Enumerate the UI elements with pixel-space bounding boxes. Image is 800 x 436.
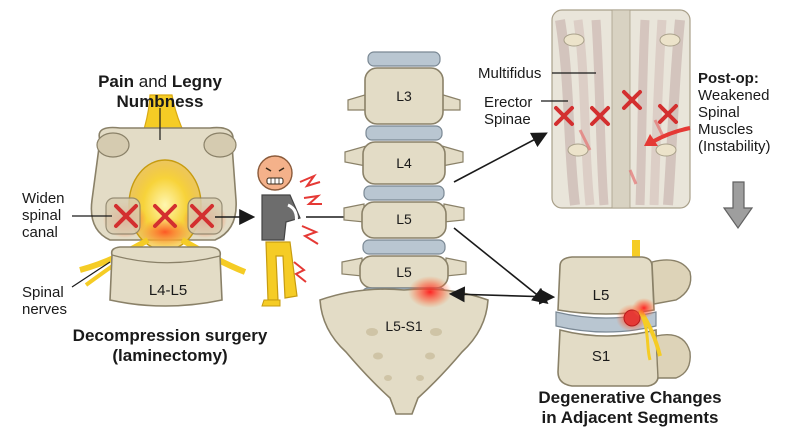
cut-mark-icon — [114, 204, 138, 228]
vertebra-label: L5-S1 — [385, 318, 423, 334]
patient-face-icon — [257, 155, 293, 191]
left-cut-marks — [114, 204, 214, 228]
cut-mark-icon — [622, 90, 642, 110]
surgery-line: (laminectomy) — [112, 346, 228, 365]
sacrum — [319, 288, 489, 415]
decompressed-segment — [79, 94, 247, 307]
legny-text: Legny — [171, 72, 222, 91]
symptom-heading: Pain and Legny Numbness — [80, 72, 240, 112]
vertebra-label: L5 — [396, 264, 412, 280]
segment-label: L4-L5 — [148, 282, 188, 299]
numbness-text: Numbness — [116, 92, 204, 111]
spinal-nerves-label: Spinal nerves — [22, 284, 82, 318]
postop-heading: Post-op: — [698, 70, 759, 87]
erector-line: Spinae — [484, 111, 531, 128]
vertebra-label: L4 — [396, 155, 412, 171]
and-text: and — [138, 72, 168, 91]
degenerative-line: in Adjacent Segments — [541, 408, 719, 427]
down-arrow-icon — [722, 181, 754, 230]
patient-figure — [257, 155, 322, 307]
adjacent-segments — [555, 240, 692, 387]
arrow-to-muscles — [453, 132, 548, 183]
vertebra-label: L5 — [396, 211, 412, 227]
multifidus-label: Multifidus — [478, 65, 542, 82]
adjacent-s1-label: S1 — [591, 348, 611, 365]
erector-spinae-label: Erector Spinae — [484, 94, 544, 128]
widen-canal-label: Widen spinal canal — [22, 190, 82, 241]
pain-bolt-icon — [299, 173, 321, 188]
instability-arrow-icon — [651, 126, 691, 144]
arrow-bidirectional — [448, 286, 556, 305]
vertebra-label: L3 — [396, 88, 412, 104]
cut-mark-icon — [590, 106, 610, 126]
degenerative-line: Degenerative Changes — [538, 388, 722, 407]
vertebra-l4 — [344, 141, 464, 185]
vertebra-l3 — [347, 67, 461, 125]
postop-line: Spinal — [698, 104, 740, 121]
cut-mark-icon — [658, 104, 678, 124]
postop-line: Muscles — [698, 121, 754, 138]
widen-line: Widen — [22, 190, 65, 207]
pain-bolt-icon — [293, 261, 307, 283]
widen-line: canal — [22, 224, 58, 241]
widen-line: spinal — [22, 207, 62, 224]
cut-mark-icon — [554, 106, 574, 126]
cut-mark-icon — [153, 204, 177, 228]
vertebra-l5-upper — [343, 201, 465, 239]
erector-line: Erector — [484, 94, 533, 111]
arrow-to-adjacent — [453, 227, 549, 305]
nerves-line: nerves — [22, 301, 68, 318]
postop-label: Post-op: Weakened Spinal Muscles (Instab… — [698, 70, 798, 155]
cut-mark-icon — [190, 204, 214, 228]
spinal-nerves-leader — [71, 261, 111, 288]
adjacent-l5-label: L5 — [592, 287, 610, 304]
pain-bolt-icon — [301, 225, 319, 245]
lumbar-column — [319, 51, 489, 415]
postop-line: Weakened — [698, 87, 770, 104]
degenerative-caption: Degenerative Changes in Adjacent Segment… — [520, 388, 740, 428]
pain-text: Pain — [98, 72, 134, 91]
muscle-cut-marks — [554, 90, 678, 126]
inflamed-disc-l5-s1 — [408, 276, 452, 308]
nerves-line: Spinal — [22, 284, 64, 301]
surgery-line: Decompression surgery — [72, 326, 268, 345]
back-muscles — [551, 9, 691, 209]
surgery-caption: Decompression surgery (laminectomy) — [50, 326, 290, 366]
postop-line: (Instability) — [698, 138, 771, 155]
pain-bolt-icon — [303, 194, 322, 205]
